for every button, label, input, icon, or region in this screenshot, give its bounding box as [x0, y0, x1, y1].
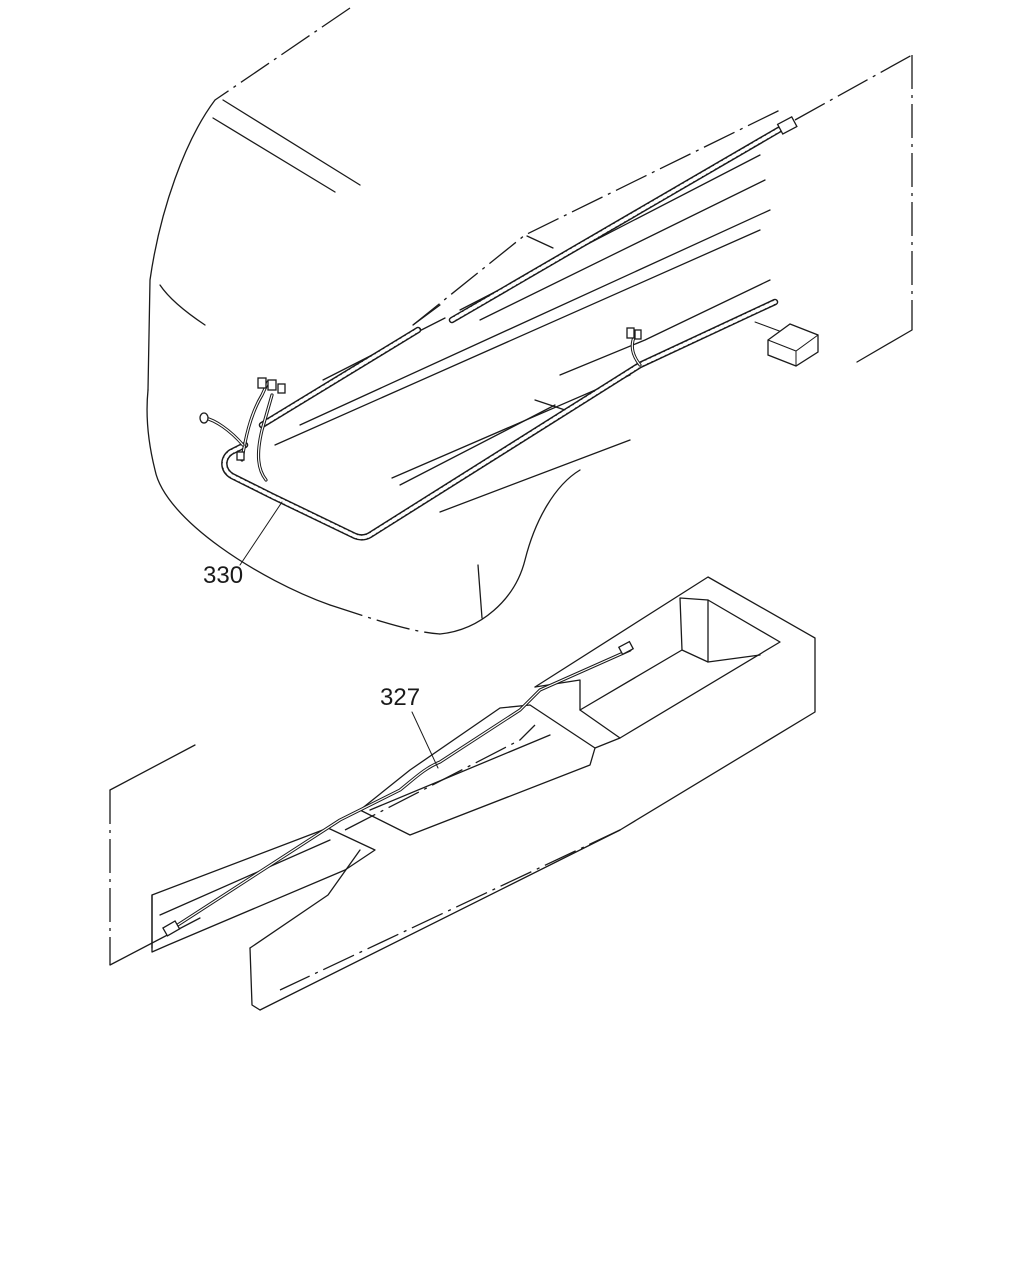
- callout-327: 327: [380, 684, 439, 769]
- console-cable-327: [162, 640, 635, 937]
- wiring-harness-330: [199, 115, 819, 541]
- callout-label-330: 330: [203, 562, 243, 589]
- floor-console-outline: [109, 576, 816, 1011]
- callout-label-327: 327: [380, 684, 420, 711]
- cab-body-outline: [146, 7, 913, 635]
- callout-330: 330: [203, 501, 283, 589]
